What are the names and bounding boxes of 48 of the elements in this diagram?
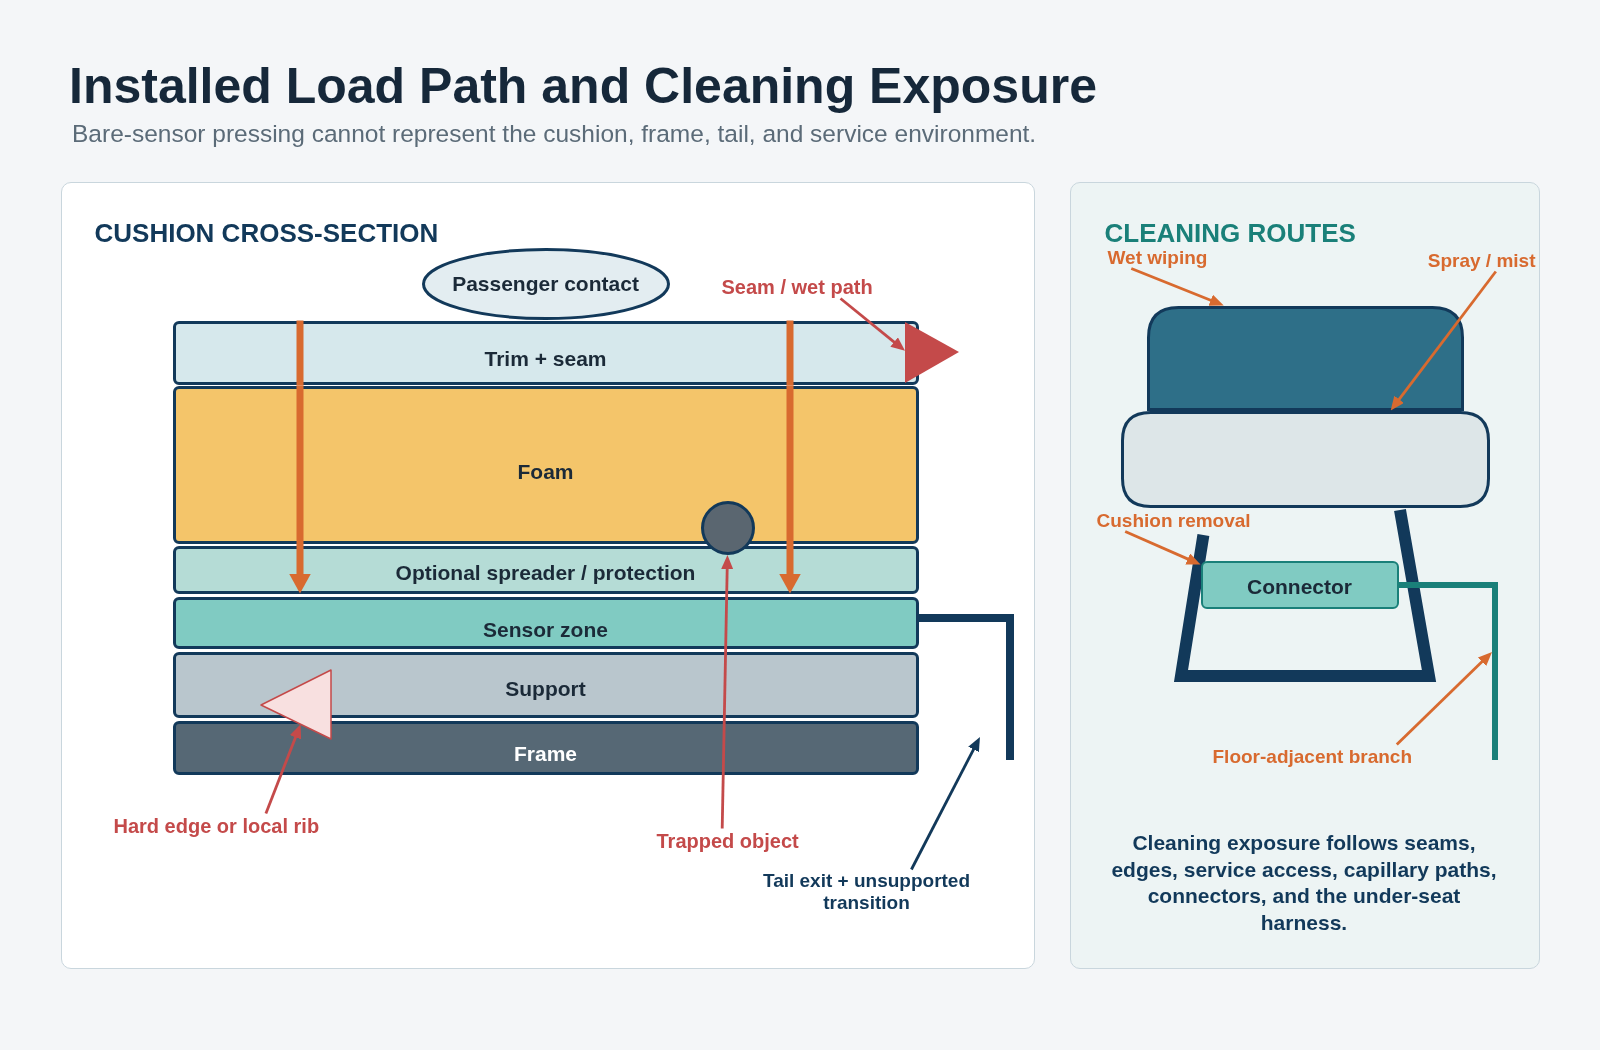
trim-layer: [172, 320, 919, 385]
leader-arrow: [910, 737, 980, 871]
load-path-arrow: [779, 385, 801, 594]
callout-label: Wet wiping: [1107, 245, 1208, 269]
trapped-object-circle: [700, 500, 755, 555]
chair-backrest: [1146, 305, 1464, 411]
seam-triangle-marker: [904, 321, 959, 383]
callout-label: Hard edge or local rib: [113, 813, 320, 838]
panel-heading: CLEANING ROUTES: [1104, 217, 1356, 248]
layer-label: Connector: [1247, 573, 1352, 600]
page-title: Installed Load Path and Cleaning Exposure: [69, 57, 1097, 116]
layer-label: Foam: [517, 458, 574, 485]
callout-label: Spray / mist: [1427, 248, 1536, 272]
leader-arrow: [264, 724, 302, 814]
seat-cushion: [1120, 410, 1490, 508]
rib-triangle-marker: [260, 669, 331, 739]
load-path-arrow: [289, 385, 311, 594]
panel-heading: CUSHION CROSS-SECTION: [94, 217, 439, 248]
callout-label: Seam / wet path: [721, 274, 873, 299]
callout-label: Floor-adjacent branch: [1212, 744, 1413, 768]
leader-arrow: [1390, 270, 1497, 411]
leader-arrow: [720, 555, 734, 829]
leader-arrow: [1130, 267, 1224, 306]
spreader-layer: [172, 545, 919, 594]
layer-label: Frame: [514, 740, 577, 767]
layer-label: Optional spreader / protection: [395, 559, 696, 586]
foam-layer: [172, 385, 919, 544]
callout-label: Tail exit + unsupported transition: [746, 869, 987, 914]
ellipse-label: Passenger contact: [452, 270, 639, 297]
callout-label: Trapped object: [656, 828, 799, 853]
leader-arrow: [1124, 530, 1201, 565]
support-layer: [172, 651, 919, 718]
layer-label: Trim + seam: [484, 345, 607, 372]
section-panel: [61, 182, 1035, 969]
layer-label: Sensor zone: [483, 616, 608, 643]
sensor-layer: [172, 596, 919, 649]
callout-label: Cushion removal: [1096, 508, 1251, 532]
layer-label: Support: [505, 675, 586, 702]
subtitle-text: Bare-sensor pressing cannot represent the cushion, frame, tail, and service environment.: [72, 119, 1037, 149]
leader-arrow: [1395, 652, 1493, 746]
note-text: Cleaning exposure follows seams, edges, service access, capillary paths, connectors, and the under-seat harness.: [1110, 830, 1498, 936]
section-panel: [1070, 182, 1540, 969]
load-path-line: [296, 320, 304, 386]
connector-block: [1200, 560, 1399, 609]
load-path-line: [786, 320, 794, 386]
frame-layer: [172, 720, 919, 775]
leader-arrow: [839, 297, 905, 351]
contact-ellipse: [421, 247, 670, 320]
